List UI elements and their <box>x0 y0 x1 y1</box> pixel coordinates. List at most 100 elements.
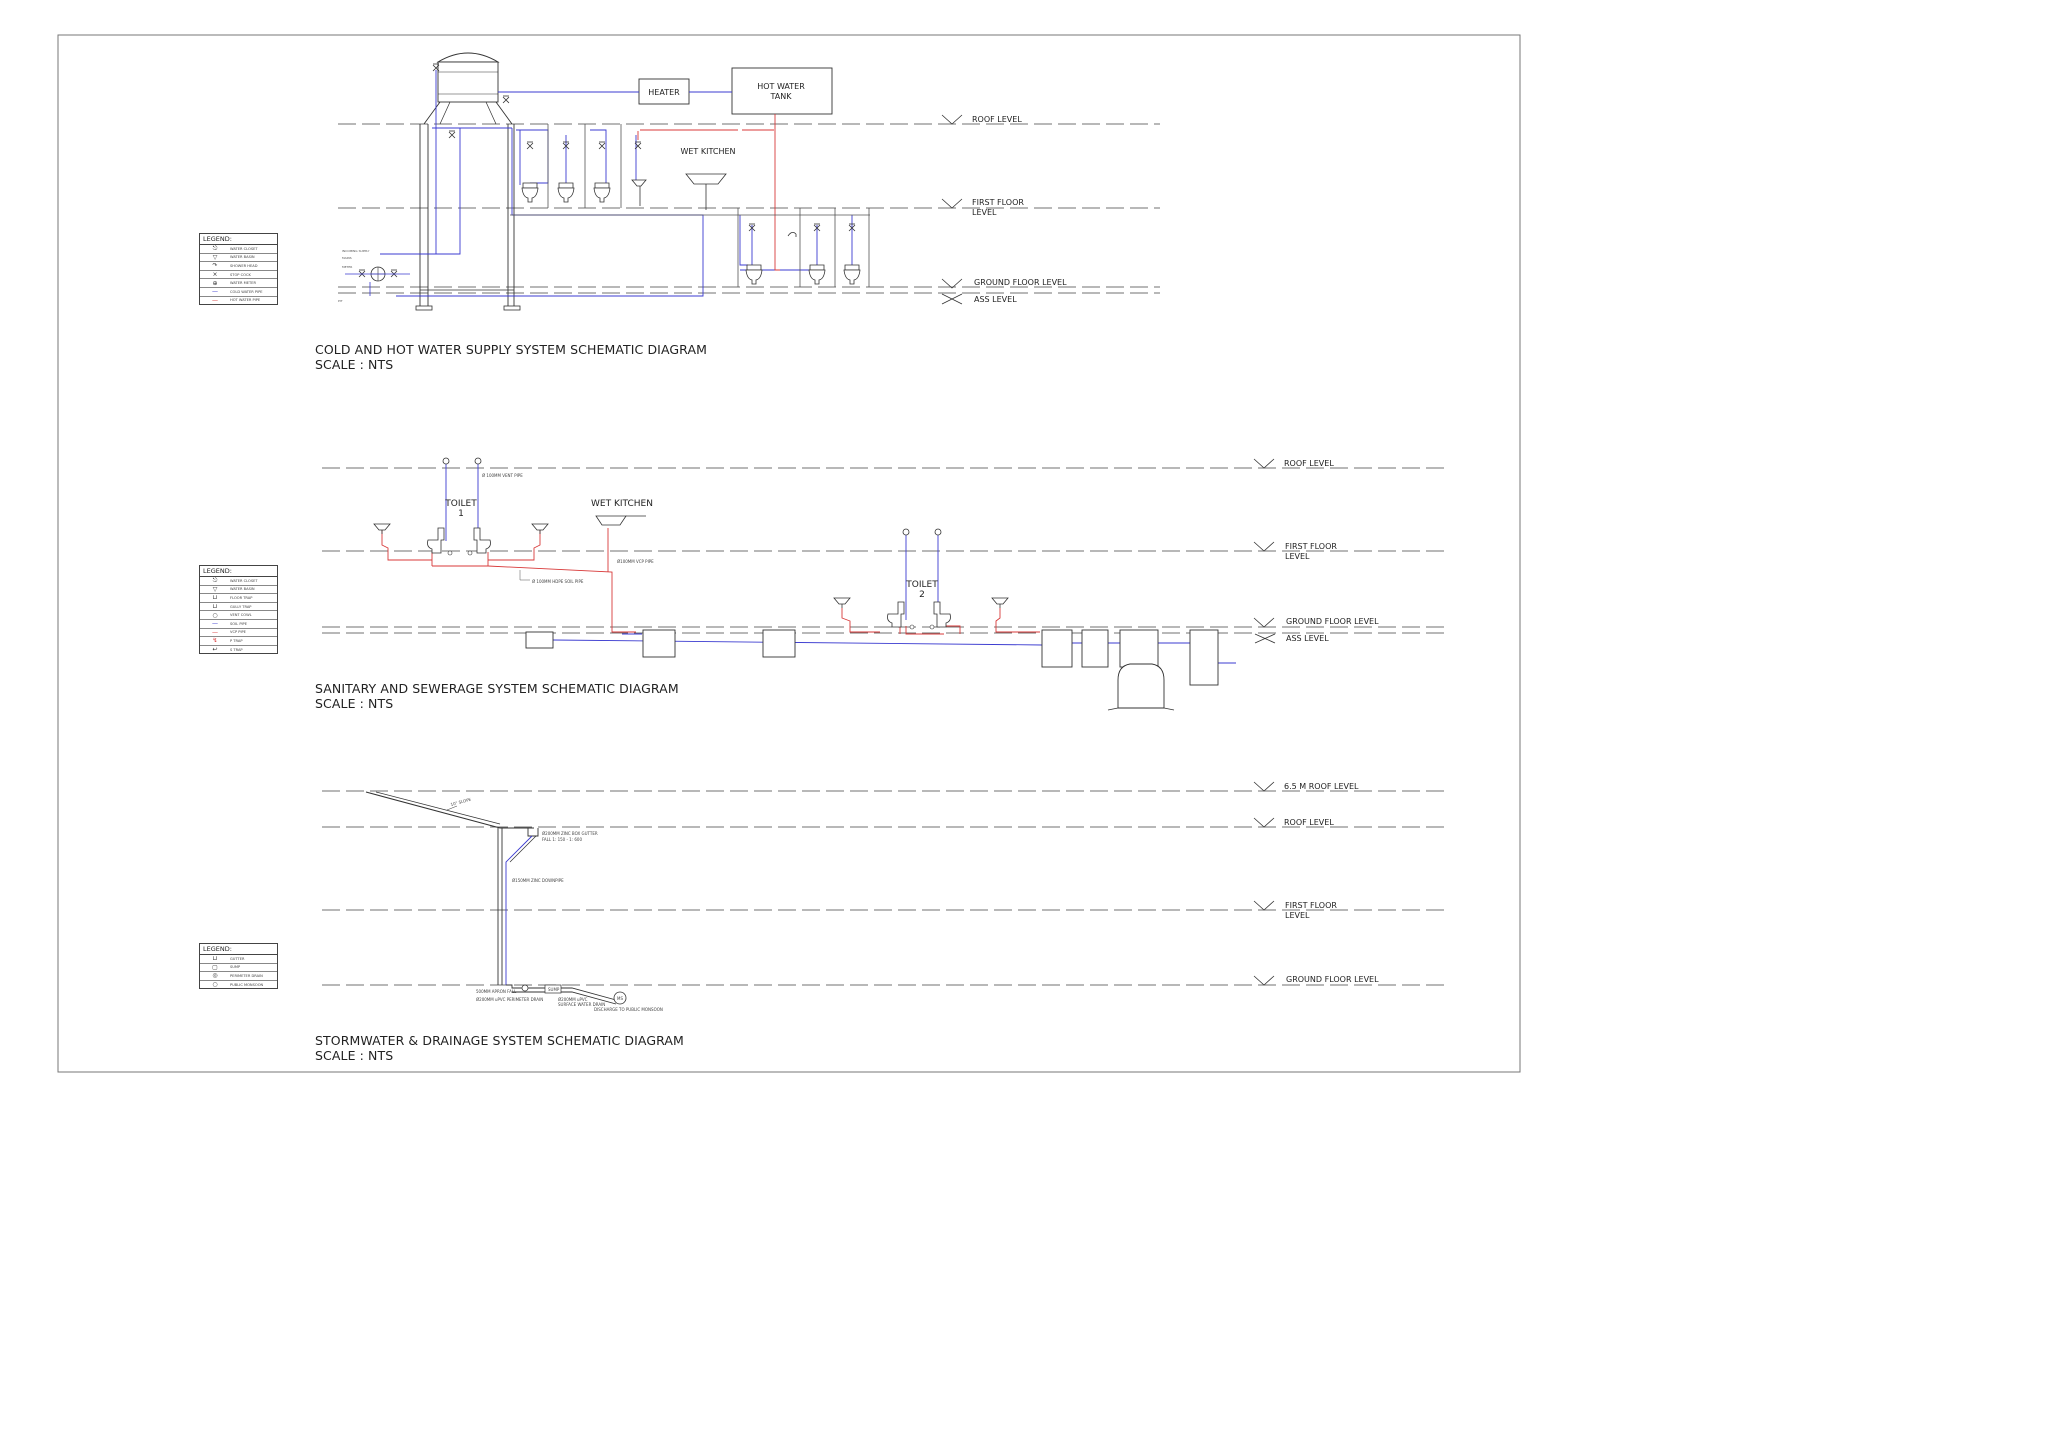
legend-label: GUTTER <box>230 956 245 961</box>
water-basin-icon <box>833 597 851 609</box>
water-closet-icon <box>808 264 826 285</box>
legend-label: VCP PIPE <box>230 630 246 635</box>
gully-trap-icon: ⊔ <box>212 603 218 611</box>
svg-text:MAINS: MAINS <box>342 256 352 260</box>
legend-label: WATER BASIN <box>230 255 255 260</box>
cold-water-pipe-icon: — <box>212 288 218 296</box>
legend-label: SHOWER HEAD <box>230 263 258 268</box>
legend-label: WATER CLOSET <box>230 246 258 251</box>
wet-kitchen-label: WET KITCHEN <box>680 147 735 156</box>
storm-legend: LEGEND: ⊔GUTTER ▢SUMP ◎PERIMETER DRAIN ○… <box>199 943 278 990</box>
slope-label: 10° SLOPE <box>450 797 472 807</box>
downpipe <box>505 835 533 985</box>
s-trap-icon: ↩ <box>212 646 218 654</box>
sump-label: SUMP <box>548 987 560 992</box>
drawing-sheet: INCOMING SUPPLY MAINS METER PIT HEATER H… <box>57 34 1521 1073</box>
toilet-1-label: TOILET <box>444 499 477 509</box>
public-monsoon-icon: ○ <box>212 981 218 989</box>
storm-title: STORMWATER & DRAINAGE SYSTEM SCHEMATIC D… <box>315 1033 684 1048</box>
water-closet-icon: ⎋ <box>212 577 218 585</box>
ground-floor-label: GROUND FLOOR LEVEL <box>974 278 1067 287</box>
schematic-canvas: INCOMING SUPPLY MAINS METER PIT HEATER H… <box>57 34 1521 1073</box>
discharge-label: DISCHARGE TO PUBLIC MONSOON <box>594 1007 663 1012</box>
water-basin-icon: ▽ <box>212 585 218 593</box>
svg-text:METER: METER <box>342 265 352 269</box>
legend-label: P TRAP <box>230 638 243 643</box>
sanitary-title: SANITARY AND SEWERAGE SYSTEM SCHEMATIC D… <box>315 681 679 696</box>
vcp-pipe-icon: — <box>212 628 218 636</box>
sump-icon <box>544 984 562 994</box>
legend-label: WATER METER <box>230 281 256 286</box>
first-floor-label-2: LEVEL <box>1285 911 1310 920</box>
water-basin-icon <box>631 179 647 206</box>
downpipe-label: Ø150MM ZINC DOWNPIPE <box>512 878 564 883</box>
gutter-label-1: Ø200MM ZINC BOX GUTTER <box>542 831 598 836</box>
toilet-2-number: 2 <box>919 590 925 600</box>
inspection-chambers <box>525 629 1219 686</box>
heater-box <box>638 78 690 105</box>
hot-water-tank-box <box>731 67 833 115</box>
legend-title: LEGEND: <box>200 234 277 245</box>
first-floor-label: FIRST FLOOR <box>1285 542 1337 551</box>
gutter-icon: ⊔ <box>212 955 218 963</box>
vent-pipes <box>445 464 939 620</box>
water-closet-icon <box>521 182 539 203</box>
roof-level-label: ROOF LEVEL <box>972 115 1022 124</box>
water-closet-icon <box>557 182 575 203</box>
water-closet-icon <box>427 527 445 554</box>
first-floor-label: FIRST FLOOR <box>972 198 1024 207</box>
water-meter-icon <box>345 266 410 296</box>
supply-title: COLD AND HOT WATER SUPPLY SYSTEM SCHEMAT… <box>315 342 707 357</box>
main-drain <box>552 633 1236 664</box>
svg-text:INCOMING SUPPLY: INCOMING SUPPLY <box>342 249 370 253</box>
water-closet-icon <box>745 264 763 285</box>
septic-tank-icon <box>1107 663 1175 711</box>
sanitary-scale: SCALE : NTS <box>315 696 394 711</box>
first-floor-label-2: LEVEL <box>972 208 997 217</box>
floor-trap-icon <box>447 550 935 630</box>
legend-label: SUMP <box>230 965 241 970</box>
supply-diagram: INCOMING SUPPLY MAINS METER PIT HEATER H… <box>338 52 1160 311</box>
sanitary-legend: LEGEND: ⎋WATER CLOSET ▽WATER BASIN ⊔FLOO… <box>199 565 278 655</box>
shower-head-icon: ↷ <box>212 262 218 270</box>
water-closet-icon <box>473 527 491 554</box>
legend-label: VENT COWL <box>230 613 252 618</box>
legend-label: WATER BASIN <box>230 587 255 592</box>
roof-slope-line <box>365 791 534 829</box>
legend-label: PUBLIC MONSOON <box>230 982 264 987</box>
first-floor-label-2: LEVEL <box>1285 552 1310 561</box>
sump-icon: ▢ <box>212 963 218 971</box>
hot-tank-label-1: HOT WATER <box>757 82 805 91</box>
legend-label: PERIMETER DRAIN <box>230 973 263 978</box>
stop-cock-icon: ⨯ <box>212 271 218 279</box>
surface-label-1: Ø200MM uPVC <box>558 997 588 1002</box>
water-basin-icon <box>373 523 391 535</box>
soil-pipe-icon: — <box>212 620 218 628</box>
ms-label: MS <box>617 996 623 1001</box>
water-closet-icon <box>843 264 861 285</box>
ground-floor-label: GROUND FLOOR LEVEL <box>1286 975 1379 984</box>
hot-tank-label-2: TANK <box>770 92 793 101</box>
roof-65-label: 6.5 M ROOF LEVEL <box>1284 782 1359 791</box>
shower-head-icon <box>787 232 797 237</box>
apron-label: 500MM APRON FALL <box>476 989 517 994</box>
kitchen-sink-icon <box>685 173 727 210</box>
water-closet-icon <box>887 601 905 628</box>
ass-level-label: ASS LEVEL <box>974 295 1017 304</box>
vcp-pipe-label: Ø100MM VCP PIPE <box>617 559 654 564</box>
floor-trap-icon: ⊔ <box>212 594 218 602</box>
water-closet-icon <box>933 601 951 628</box>
hot-water-pipes <box>637 114 780 271</box>
legend-label: FLOOR TRAP <box>230 595 253 600</box>
roof-level-label: ROOF LEVEL <box>1284 459 1334 468</box>
ass-level-label: ASS LEVEL <box>1286 634 1329 643</box>
vent-cowl-icon <box>442 457 942 536</box>
gutter-icon <box>527 828 539 837</box>
legend-label: HOT WATER PIPE <box>230 298 261 303</box>
surface-label-2: SURFACE WATER DRAIN <box>558 1002 605 1007</box>
sheet-border <box>57 34 1521 1073</box>
roof-level-label: ROOF LEVEL <box>1284 818 1334 827</box>
perimeter-label: Ø200MM uPVC PERIMETER DRAIN <box>476 997 543 1002</box>
first-floor-label: FIRST FLOOR <box>1285 901 1337 910</box>
supply-small-notes: INCOMING SUPPLY MAINS METER PIT <box>338 249 370 303</box>
